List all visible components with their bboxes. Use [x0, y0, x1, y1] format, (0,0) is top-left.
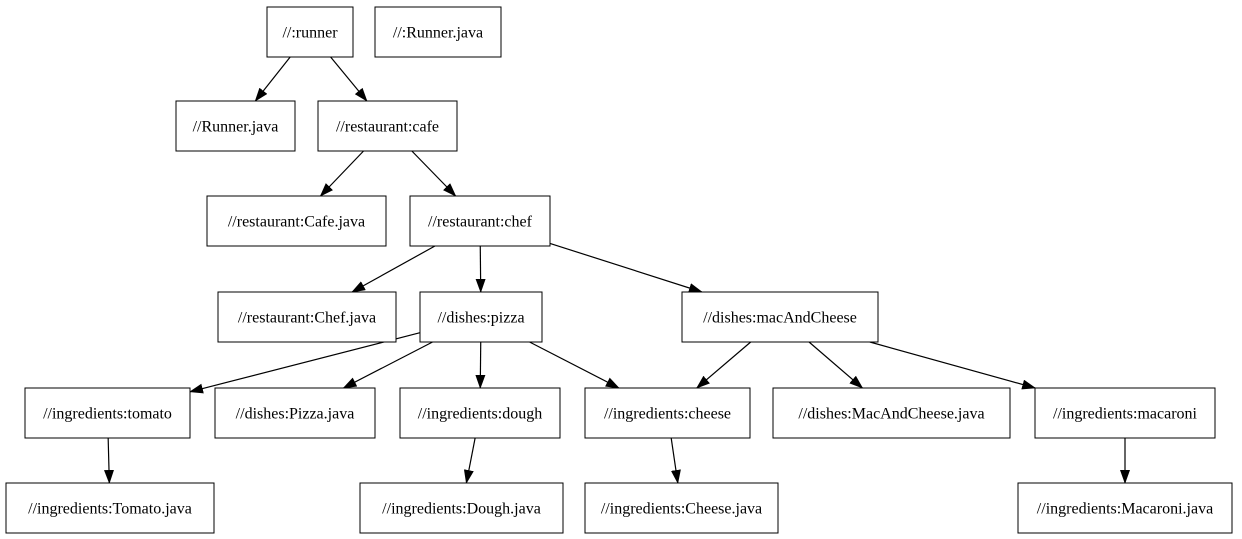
- node-macaroni: //ingredients:macaroni: [1034, 387, 1216, 439]
- node-label: //restaurant:chef: [428, 214, 533, 231]
- node-box: [217, 291, 397, 343]
- node-tomato_java: //ingredients:Tomato.java: [5, 482, 215, 534]
- node-macaroni_java: //ingredients:Macaroni.java: [1017, 482, 1233, 534]
- node-box: [374, 6, 502, 58]
- edge-macandcheese-macaroni: [869, 341, 1037, 390]
- edge-pizza-pizza_java: [342, 341, 433, 389]
- node-box: [584, 387, 751, 439]
- node-box: [266, 6, 354, 58]
- node-box: [681, 291, 879, 343]
- node-cafe_java: //restaurant:Cafe.java: [206, 195, 387, 247]
- node-cheese: //ingredients:cheese: [584, 387, 751, 439]
- node-pizza: //dishes:pizza: [419, 291, 543, 343]
- node-label: //ingredients:dough: [418, 406, 542, 423]
- node-runner: //:runner: [266, 6, 354, 58]
- node-label: //ingredients:Dough.java: [382, 501, 541, 518]
- node-cheese_java: //ingredients:Cheese.java: [584, 482, 779, 534]
- node-box: [5, 482, 215, 534]
- node-box: [584, 482, 779, 534]
- edge-pizza-cheese: [529, 341, 620, 389]
- node-tomato: //ingredients:tomato: [24, 387, 191, 439]
- node-box: [359, 482, 564, 534]
- node-box: [409, 195, 551, 247]
- node-box: [399, 387, 561, 439]
- node-label: //ingredients:tomato: [43, 406, 172, 423]
- node-label: //ingredients:Cheese.java: [601, 501, 762, 518]
- node-dough: //ingredients:dough: [399, 387, 561, 439]
- edge-tomato-tomato_java: [104, 437, 114, 484]
- node-dough_java: //ingredients:Dough.java: [359, 482, 564, 534]
- node-box: [419, 291, 543, 343]
- edge-pizza-tomato: [189, 332, 421, 394]
- edges-layer: [104, 56, 1130, 484]
- node-macandcheese_java: //dishes:MacAndCheese.java: [772, 387, 1011, 439]
- edge-macandcheese-macandcheese_java: [808, 341, 864, 389]
- node-cafe: //restaurant:cafe: [317, 100, 458, 152]
- node-box: [1034, 387, 1216, 439]
- edge-cafe-cafe_java: [319, 150, 364, 197]
- node-label: //dishes:pizza: [437, 310, 524, 327]
- node-label: //:runner: [282, 25, 338, 42]
- node-label: //:Runner.java: [393, 25, 483, 42]
- node-box: [1017, 482, 1233, 534]
- node-label: //Runner.java: [193, 119, 279, 136]
- node-label: //restaurant:Chef.java: [238, 310, 376, 327]
- node-label: //ingredients:Macaroni.java: [1037, 501, 1213, 518]
- edge-runner-cafe: [330, 56, 368, 102]
- node-pizza_java: //dishes:Pizza.java: [214, 387, 376, 439]
- edge-chef-macandcheese: [549, 242, 703, 293]
- nodes-layer: //:runner //:Runner.java //Runner.java //re…: [5, 6, 1233, 534]
- node-runner_java_root: //:Runner.java: [374, 6, 502, 58]
- edge-cafe-chef: [411, 150, 457, 197]
- node-box: [24, 387, 191, 439]
- edge-cheese-cheese_java: [670, 437, 681, 484]
- node-label: //restaurant:cafe: [336, 119, 439, 136]
- node-chef_java: //restaurant:Chef.java: [217, 291, 397, 343]
- node-label: //ingredients:Tomato.java: [28, 501, 192, 518]
- node-runner_java: //Runner.java: [175, 100, 296, 152]
- node-label: //restaurant:Cafe.java: [228, 214, 365, 231]
- node-label: //dishes:MacAndCheese.java: [798, 406, 984, 423]
- node-box: [214, 387, 376, 439]
- edge-dough-dough_java: [463, 437, 476, 484]
- node-chef: //restaurant:chef: [409, 195, 551, 247]
- node-label: //dishes:macAndCheese: [703, 310, 857, 327]
- node-box: [772, 387, 1011, 439]
- node-label: //dishes:Pizza.java: [236, 406, 355, 423]
- node-box: [206, 195, 387, 247]
- edge-chef-chef_java: [351, 245, 436, 293]
- node-box: [317, 100, 458, 152]
- edge-macandcheese-cheese: [696, 341, 752, 389]
- node-label: //ingredients:macaroni: [1053, 406, 1198, 423]
- node-label: //ingredients:cheese: [604, 406, 731, 423]
- node-box: [175, 100, 296, 152]
- edge-runner-runner_java: [254, 56, 291, 102]
- node-macandcheese: //dishes:macAndCheese: [681, 291, 879, 343]
